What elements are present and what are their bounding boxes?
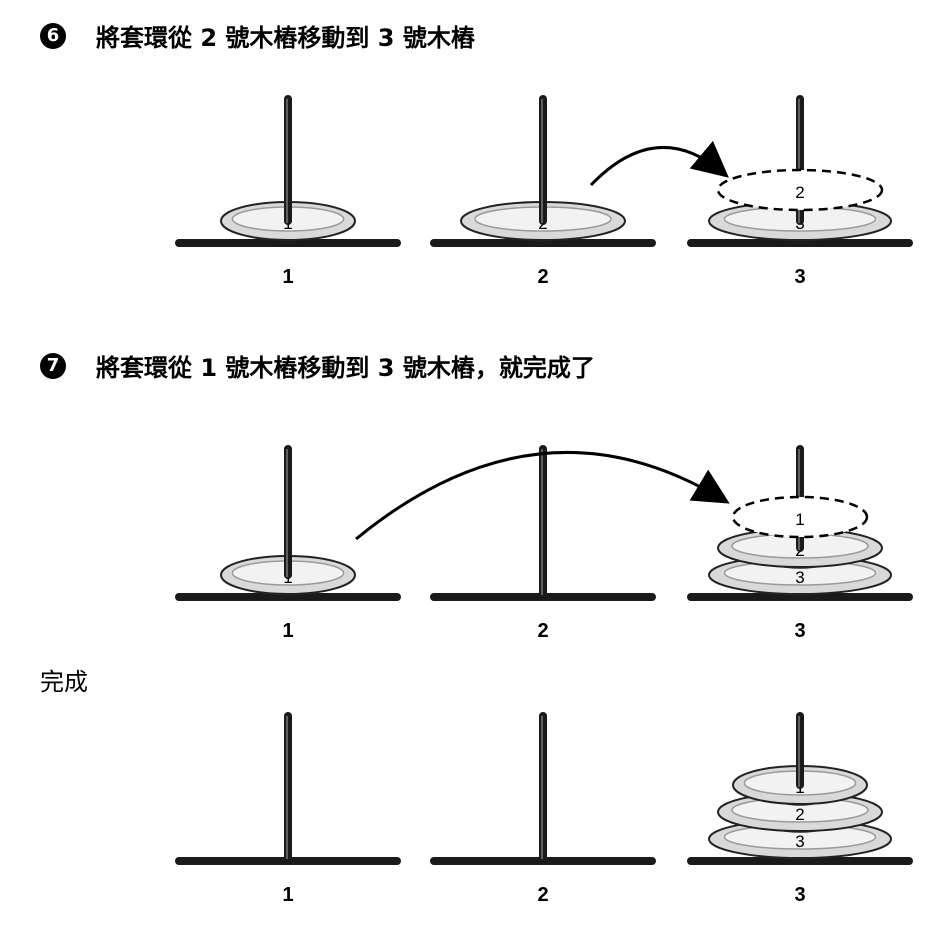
peg-label: 1 [282, 620, 293, 642]
disk-number: 3 [795, 832, 804, 851]
peg-base [430, 239, 656, 247]
target-ring-outline [731, 495, 869, 539]
peg-3: 323 [687, 445, 913, 642]
final-scene: 123213 [175, 712, 913, 906]
peg-pole [796, 712, 804, 789]
step-6-heading: 6 將套環從 2 號木樁移動到 3 號木樁 [40, 18, 475, 53]
peg-label: 1 [282, 266, 293, 288]
steps.1-scene: 1123231 [175, 445, 913, 642]
disk-number: 2 [795, 805, 804, 824]
move-arrow [355, 450, 730, 541]
peg-1: 1 [175, 712, 401, 906]
target-ring-outline [716, 168, 884, 212]
final-heading: 完成 [40, 668, 88, 696]
peg-2: 22 [430, 95, 656, 288]
peg-pole [284, 95, 292, 225]
peg-base [687, 593, 913, 601]
peg-label: 1 [282, 884, 293, 906]
peg-label: 2 [537, 884, 548, 906]
disk-number: 1 [795, 510, 804, 529]
peg-pole [284, 445, 292, 579]
peg-base [175, 593, 401, 601]
peg-3: 3213 [687, 712, 913, 906]
step-7-number-icon: 7 [40, 352, 66, 379]
peg-3: 33 [687, 95, 913, 288]
peg-1: 11 [175, 95, 401, 288]
peg-base [687, 857, 913, 865]
peg-base [175, 239, 401, 247]
peg-label: 3 [794, 884, 805, 906]
peg-pole [539, 712, 547, 861]
peg-base [687, 239, 913, 247]
peg-2: 2 [430, 712, 656, 906]
peg-pole [539, 95, 547, 225]
move-arrow [589, 140, 729, 187]
peg-pole [539, 445, 547, 597]
step-6-text: 將套環從 2 號木樁移動到 3 號木樁 [96, 24, 475, 52]
peg-pole [284, 712, 292, 861]
disk-number: 3 [795, 568, 804, 587]
step-7-text: 將套環從 1 號木樁移動到 3 號木樁，就完成了 [96, 354, 595, 382]
peg-label: 3 [794, 266, 805, 288]
step-6-number-icon: 6 [40, 22, 66, 49]
peg-label: 2 [537, 266, 548, 288]
peg-2: 2 [430, 445, 656, 642]
peg-1: 11 [175, 445, 401, 642]
peg-label: 2 [537, 620, 548, 642]
steps.0-scene: 1122332 [175, 95, 913, 288]
peg-label: 3 [794, 620, 805, 642]
step-7-heading: 7 將套環從 1 號木樁移動到 3 號木樁，就完成了 [40, 348, 595, 383]
disk-number: 2 [795, 183, 804, 202]
